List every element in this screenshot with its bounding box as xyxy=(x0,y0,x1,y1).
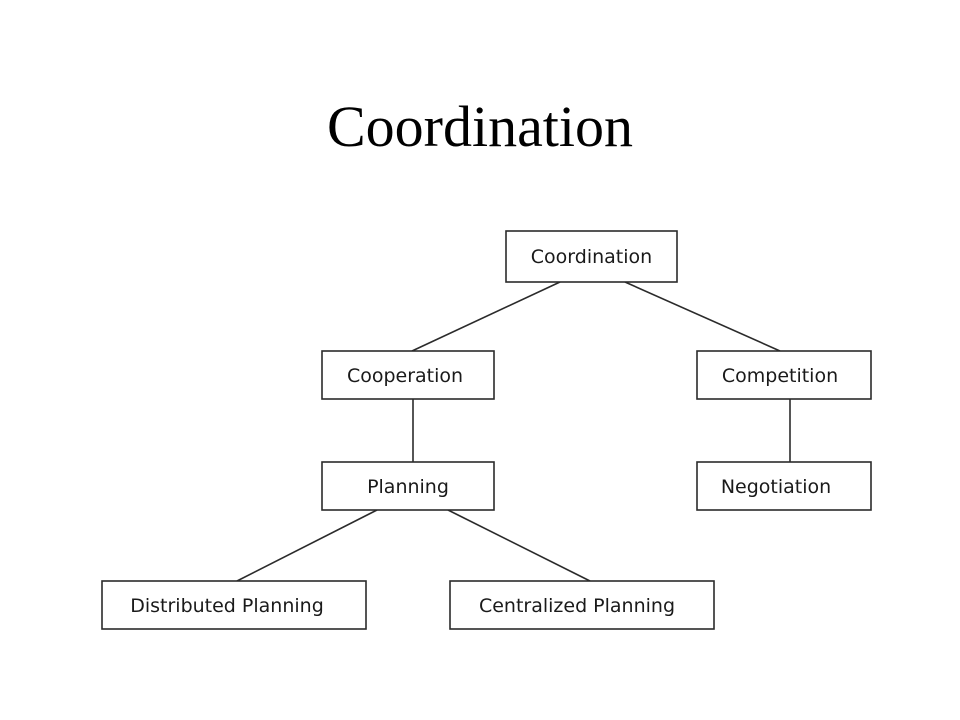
node-centralized-planning: Centralized Planning xyxy=(449,580,715,630)
node-competition: Competition xyxy=(696,350,872,400)
node-negotiation-label: Negotiation xyxy=(721,476,831,498)
edge-coordination-cooperation xyxy=(411,281,561,352)
node-cooperation: Cooperation xyxy=(321,350,495,400)
edge-planning-centralized xyxy=(447,509,591,582)
node-distributed-planning-label: Distributed Planning xyxy=(130,595,324,617)
node-coordination-label: Coordination xyxy=(531,246,652,268)
edge-coordination-competition xyxy=(624,281,781,352)
node-competition-label: Competition xyxy=(722,365,838,387)
node-coordination: Coordination xyxy=(505,230,678,283)
node-distributed-planning: Distributed Planning xyxy=(101,580,367,630)
node-cooperation-label: Cooperation xyxy=(347,365,463,387)
node-centralized-planning-label: Centralized Planning xyxy=(479,595,675,617)
node-planning-label: Planning xyxy=(367,476,449,498)
slide-title: Coordination xyxy=(326,94,634,159)
node-negotiation: Negotiation xyxy=(696,461,872,511)
edge-planning-distributed xyxy=(236,509,378,582)
node-planning: Planning xyxy=(321,461,495,511)
